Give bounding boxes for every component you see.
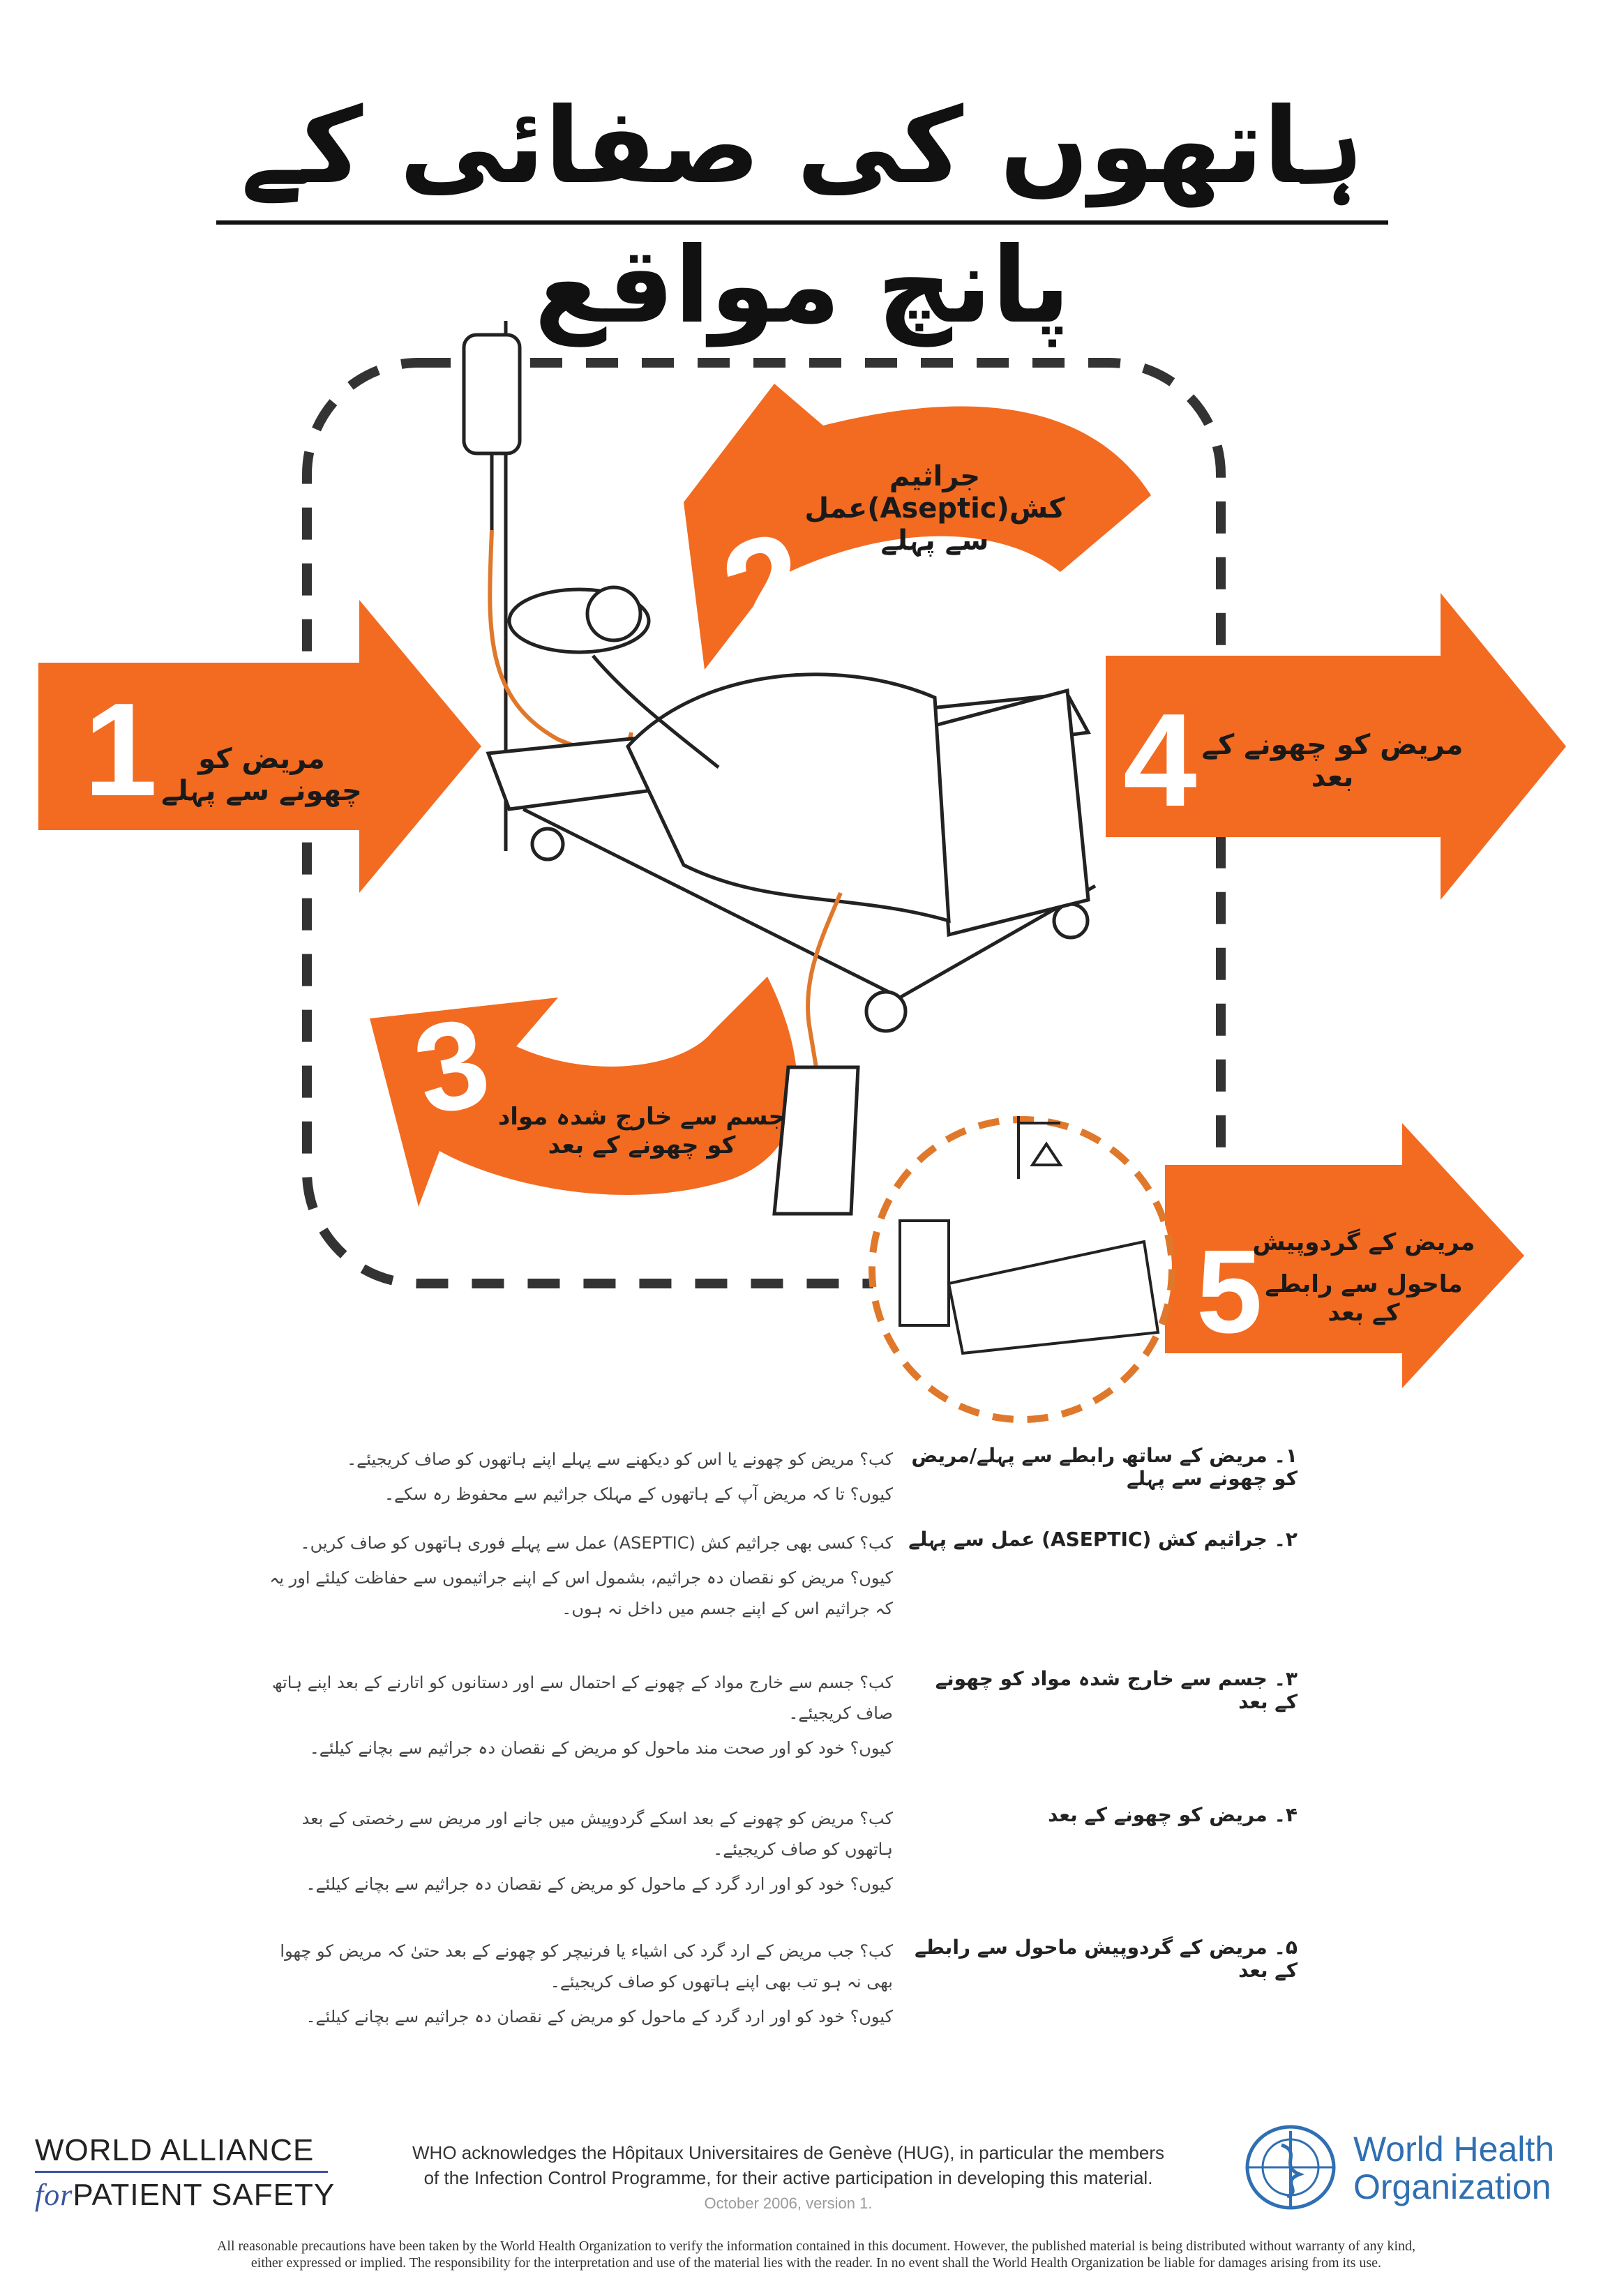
environment-bed-illustration [899,1116,1160,1355]
detail-when: کب؟ جسم سے خارج مواد کے چھونے کے احتمال … [271,1673,893,1723]
title-underline [216,220,1388,225]
detail-body: کب؟ مریض کو چھونے یا اس کو دیکھنے سے پہل… [265,1444,893,1514]
hospital-bed-illustration [462,321,1097,1216]
detail-why: کیوں؟ خود کو اور ارد گرد کے ماحول کو مری… [306,2007,893,2026]
detail-heading: ۵۔ مریض کے گردوپیش ماحول سے رابطے کے بعد [915,1936,1298,1982]
moment-4-label: مریض کو چھونے کے بعد [1201,729,1464,793]
who-emblem-icon [1245,2125,1336,2210]
who-wordmark: World Health Organization [1353,2130,1554,2206]
world-alliance-logo: WORLD ALLIANCE forPATIENT SAFETY [35,2133,349,2213]
detail-heading: ۲۔ جراثیم کش (ASEPTIC) عمل سے پہلے [908,1528,1298,1551]
detail-moment-4: ۴۔ مریض کو چھونے کے بعد کب؟ مریض کو چھون… [251,1803,1298,1929]
detail-body: کب؟ جسم سے خارج مواد کے چھونے کے احتمال … [265,1667,893,1768]
moment-4-number: 4 [1123,686,1197,834]
detail-why: کیوں؟ خود کو اور ارد گرد کے ماحول کو مری… [306,1874,893,1894]
detail-when: کب؟ جب مریض کے ارد گرد کی اشیاء یا فرنیچ… [280,1941,893,1992]
detail-moment-5: ۵۔ مریض کے گردوپیش ماحول سے رابطے کے بعد… [251,1936,1298,2061]
detail-body: کب؟ جب مریض کے ارد گرد کی اشیاء یا فرنیچ… [265,1936,893,2036]
detail-why: کیوں؟ خود کو اور صحت مند ماحول کو مریض ک… [309,1738,893,1758]
detail-when: کب؟ مریض کو چھونے یا اس کو دیکھنے سے پہل… [347,1450,893,1469]
disclaimer-line2: either expressed or implied. The respons… [250,2255,1382,2271]
detail-why: کیوں؟ مریض کو نقصان دہ جراثیم، بشمول اس … [269,1568,893,1618]
detail-when: کب؟ کسی بھی جراثیم کش (ASEPTIC) عمل سے پ… [300,1533,893,1553]
moment-1-label: مریض کو چھونے سے پہلے [161,743,362,807]
moment-2-label: جراثیم کش(Aseptic)عمل سے پہلے [804,460,1065,557]
arrow-moment-1 [38,600,481,893]
detail-moment-3: ۳۔ جسم سے خارج شدہ مواد کو چھونے کے بعد … [251,1667,1298,1793]
patient-zone-outline [302,358,1226,1288]
acknowledgement: WHO acknowledges the Hôpitaux Universita… [405,2140,1172,2190]
moment-1-number: 1 [84,676,158,824]
ack-line1: WHO acknowledges the Hôpitaux Universita… [412,2142,1164,2163]
detail-body: کب؟ کسی بھی جراثیم کش (ASEPTIC) عمل سے پ… [265,1528,893,1628]
ack-line2: of the Infection Control Programme, for … [423,2167,1153,2188]
alliance-line2-wrap: forPATIENT SAFETY [35,2177,349,2213]
alliance-line2: PATIENT SAFETY [73,2178,336,2212]
disclaimer-line1: All reasonable precautions have been tak… [216,2238,1416,2254]
arrow-moment-2 [684,384,1151,670]
moment-5-label-line1: مریض کے گردوپیش [1252,1228,1475,1256]
detail-why: کیوں؟ تا کہ مریض آپ کے ہاتھوں کے مہلک جر… [384,1484,893,1504]
detail-heading: ۱۔ مریض کے ساتھ رابطے سے پہلے/مریض کو چھ… [911,1444,1298,1490]
arrow-moment-5 [1165,1123,1524,1388]
arrow-moment-4 [1106,593,1566,900]
detail-body: کب؟ مریض کو چھونے کے بعد اسکے گردوپیش می… [265,1803,893,1904]
moment-5-label-line2: ماحول سے رابطے کے بعد [1265,1270,1463,1327]
who-line2: Organization [1353,2167,1551,2206]
arrow-moment-3 [370,977,797,1207]
who-line1: World Health [1353,2130,1555,2169]
detail-when: کب؟ مریض کو چھونے کے بعد اسکے گردوپیش می… [301,1809,893,1859]
detail-heading: ۴۔ مریض کو چھونے کے بعد [1048,1803,1298,1826]
version-text: October 2006, version 1. [704,2195,873,2212]
detail-heading: ۳۔ جسم سے خارج شدہ مواد کو چھونے کے بعد [935,1667,1298,1713]
alliance-line1: WORLD ALLIANCE [35,2133,315,2167]
alliance-rule [35,2171,328,2173]
moment-3-label: جسم سے خارج شدہ مواد کو چھونے کے بعد [497,1103,786,1159]
detail-moment-2: ۲۔ جراثیم کش (ASEPTIC) عمل سے پہلے کب؟ ک… [251,1528,1298,1653]
disclaimer: All reasonable precautions have been tak… [84,2238,1549,2271]
moment-5-number: 5 [1196,1226,1263,1358]
five-moments-diagram: 1 4 5 2 3 [38,321,1566,1423]
page-title: ہاتھوں کی صفائی کے پانچ مواقع [241,86,1364,347]
alliance-for: for [35,2178,73,2212]
detail-moment-1: ۱۔ مریض کے ساتھ رابطے سے پہلے/مریض کو چھ… [251,1444,1298,1521]
